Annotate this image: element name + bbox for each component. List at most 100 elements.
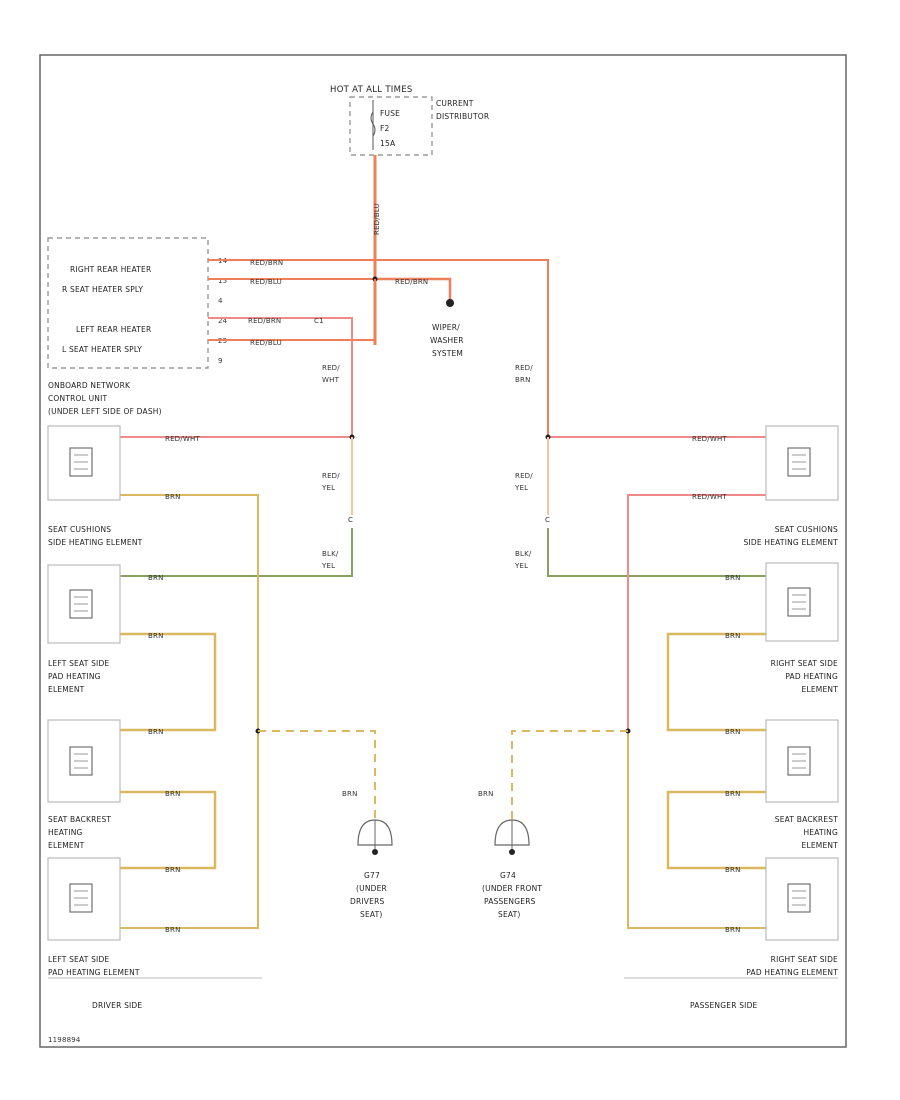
- left-side-pad-element: [47, 564, 121, 644]
- ground-right-1: G74: [500, 871, 516, 880]
- connector-right-c2: C: [545, 516, 550, 524]
- ground-right-2: (UNDER FRONT: [482, 884, 542, 893]
- wire-left-blk-yel: [118, 528, 353, 577]
- left-backrest-element: [47, 719, 121, 803]
- wire-right-pad-loop: [666, 632, 768, 732]
- wire-label-right-ground-brn: BRN: [478, 790, 494, 798]
- connector-c1: C1: [314, 317, 324, 325]
- wire-label-left-red: RED/: [322, 364, 340, 372]
- wire-label-right-brn-634: BRN: [725, 632, 741, 640]
- wire-label-right-brn-928: BRN: [725, 926, 741, 934]
- control-unit-name-2: CONTROL UNIT: [48, 394, 108, 403]
- wire-right-red-wht-trunk: [627, 494, 768, 731]
- wire-label-right-red-yel-1: RED/: [515, 472, 533, 480]
- right-side-pad-element: [765, 562, 839, 642]
- wire-label-right-brn-792: BRN: [725, 790, 741, 798]
- wire-label-left-brn-495: BRN: [165, 493, 181, 501]
- wire-label-red-blu-1: RED/BLU: [250, 278, 282, 286]
- wire-label-right-red-wht: RED/WHT: [692, 435, 727, 443]
- pin-label-left-rear-heater: LEFT REAR HEATER: [76, 325, 151, 334]
- right-backrest-label-2: HEATING: [803, 828, 838, 837]
- wire-right-brn-trunk: [627, 731, 768, 929]
- left-side-pad-label-2: PAD HEATING: [48, 672, 101, 681]
- wire-label-red-blu-2: RED/BLU: [250, 339, 282, 347]
- ground-left-3: DRIVERS: [350, 897, 384, 906]
- pin-number-24: 24: [218, 317, 228, 325]
- wire-label-left-brn-576: BRN: [148, 574, 164, 582]
- wire-label-right-blk-yel-2: YEL: [514, 562, 528, 570]
- left-bottom-label-2: PAD HEATING ELEMENT: [48, 968, 140, 977]
- left-cushion-element: [47, 425, 121, 501]
- wire-red-blu-pin29: [208, 279, 376, 341]
- pin-number-9: 9: [218, 357, 223, 365]
- pin-label-r-seat-heater-sply: R SEAT HEATER SPLY: [62, 285, 143, 294]
- wire-red-brn-left-feed: [208, 317, 353, 437]
- right-side-pad-label-1: RIGHT SEAT SIDE: [771, 659, 838, 668]
- wire-label-left-brn-730: BRN: [148, 728, 164, 736]
- wire-label-left-wht: WHT: [322, 376, 340, 384]
- wire-label-left-red-yel-2: YEL: [321, 484, 335, 492]
- left-backrest-label-3: ELEMENT: [48, 841, 85, 850]
- wire-to-wiper: [375, 277, 452, 300]
- wire-label-left-brn-868: BRN: [165, 866, 181, 874]
- ground-right-3: PASSENGERS: [484, 897, 536, 906]
- right-backrest-element: [765, 719, 839, 803]
- control-unit-name-1: ONBOARD NETWORK: [48, 381, 131, 390]
- wire-label-red-brn-wiper: RED/BRN: [395, 278, 428, 286]
- left-side-pad-label-3: ELEMENT: [48, 685, 85, 694]
- wire-label-left-brn-634: BRN: [148, 632, 164, 640]
- wire-label-left-brn-928: BRN: [165, 926, 181, 934]
- control-unit-name-3: (UNDER LEFT SIDE OF DASH): [48, 407, 162, 416]
- wiper-connector: [446, 299, 454, 307]
- wire-label-left-red-yel-1: RED/: [322, 472, 340, 480]
- distributor-label: CURRENT: [436, 99, 474, 108]
- right-cushion-label-2: SIDE HEATING ELEMENT: [744, 538, 839, 547]
- wire-label-red-brn-2: RED/BRN: [248, 317, 281, 325]
- fuse-feed-wire-label: RED/BLU: [373, 203, 381, 235]
- fuse-rating: 15A: [380, 139, 396, 148]
- ground-left-1: G77: [364, 871, 380, 880]
- right-cushion-label-1: SEAT CUSHIONS: [775, 525, 838, 534]
- fuse-number: F2: [380, 124, 390, 133]
- pin-label-right-rear-heater: RIGHT REAR HEATER: [70, 265, 151, 274]
- driver-side-label: DRIVER SIDE: [92, 1001, 142, 1010]
- wire-right-ground: [511, 730, 628, 820]
- left-backrest-label-2: HEATING: [48, 828, 83, 837]
- wiper-label-1: WIPER/: [432, 323, 460, 332]
- fuse-box-title: HOT AT ALL TIMES: [330, 85, 413, 95]
- left-cushion-label-1: SEAT CUSHIONS: [48, 525, 111, 534]
- right-backrest-label-1: SEAT BACKREST: [775, 815, 838, 824]
- right-bottom-label-1: RIGHT SEAT SIDE: [771, 955, 838, 964]
- left-side-pad-label-1: LEFT SEAT SIDE: [48, 659, 109, 668]
- wiper-label-2: WASHER: [430, 336, 464, 345]
- pin-number-15: 15: [218, 277, 227, 285]
- wire-left-ground: [258, 730, 376, 820]
- ground-right-4: SEAT): [498, 910, 521, 919]
- left-bottom-pad-element: [47, 857, 121, 941]
- wire-label-left-red-wht: RED/WHT: [165, 435, 200, 443]
- distributor-label-2: DISTRIBUTOR: [436, 112, 489, 121]
- wire-label-right-red-wht-2: RED/WHT: [692, 493, 727, 501]
- right-backrest-label-3: ELEMENT: [802, 841, 839, 850]
- right-bottom-label-2: PAD HEATING ELEMENT: [746, 968, 838, 977]
- fuse-box-outline: [349, 96, 433, 156]
- right-side-pad-label-3: ELEMENT: [802, 685, 839, 694]
- left-cushion-label-2: SIDE HEATING ELEMENT: [48, 538, 143, 547]
- wire-left-brn-trunk: [118, 494, 259, 929]
- control-unit-outline: [47, 237, 209, 369]
- wire-label-right-blk-yel-1: BLK/: [515, 550, 532, 558]
- ground-left-2: (UNDER: [356, 884, 387, 893]
- wire-label-red-brn-1: RED/BRN: [250, 259, 283, 267]
- fuse-label: FUSE: [380, 109, 400, 118]
- passenger-side-label: PASSENGER SIDE: [690, 1001, 758, 1010]
- diagram-frame: [39, 54, 847, 1048]
- right-cushion-element: [765, 425, 839, 501]
- wire-left-backrest-loop: [118, 790, 217, 870]
- ground-left-4: SEAT): [360, 910, 383, 919]
- wire-left-pad-loop: [118, 632, 217, 732]
- right-side-pad-label-2: PAD HEATING: [785, 672, 838, 681]
- right-bottom-pad-element: [765, 857, 839, 941]
- wire-right-backrest-loop: [666, 790, 768, 870]
- wire-label-right-red-yel-2: YEL: [514, 484, 528, 492]
